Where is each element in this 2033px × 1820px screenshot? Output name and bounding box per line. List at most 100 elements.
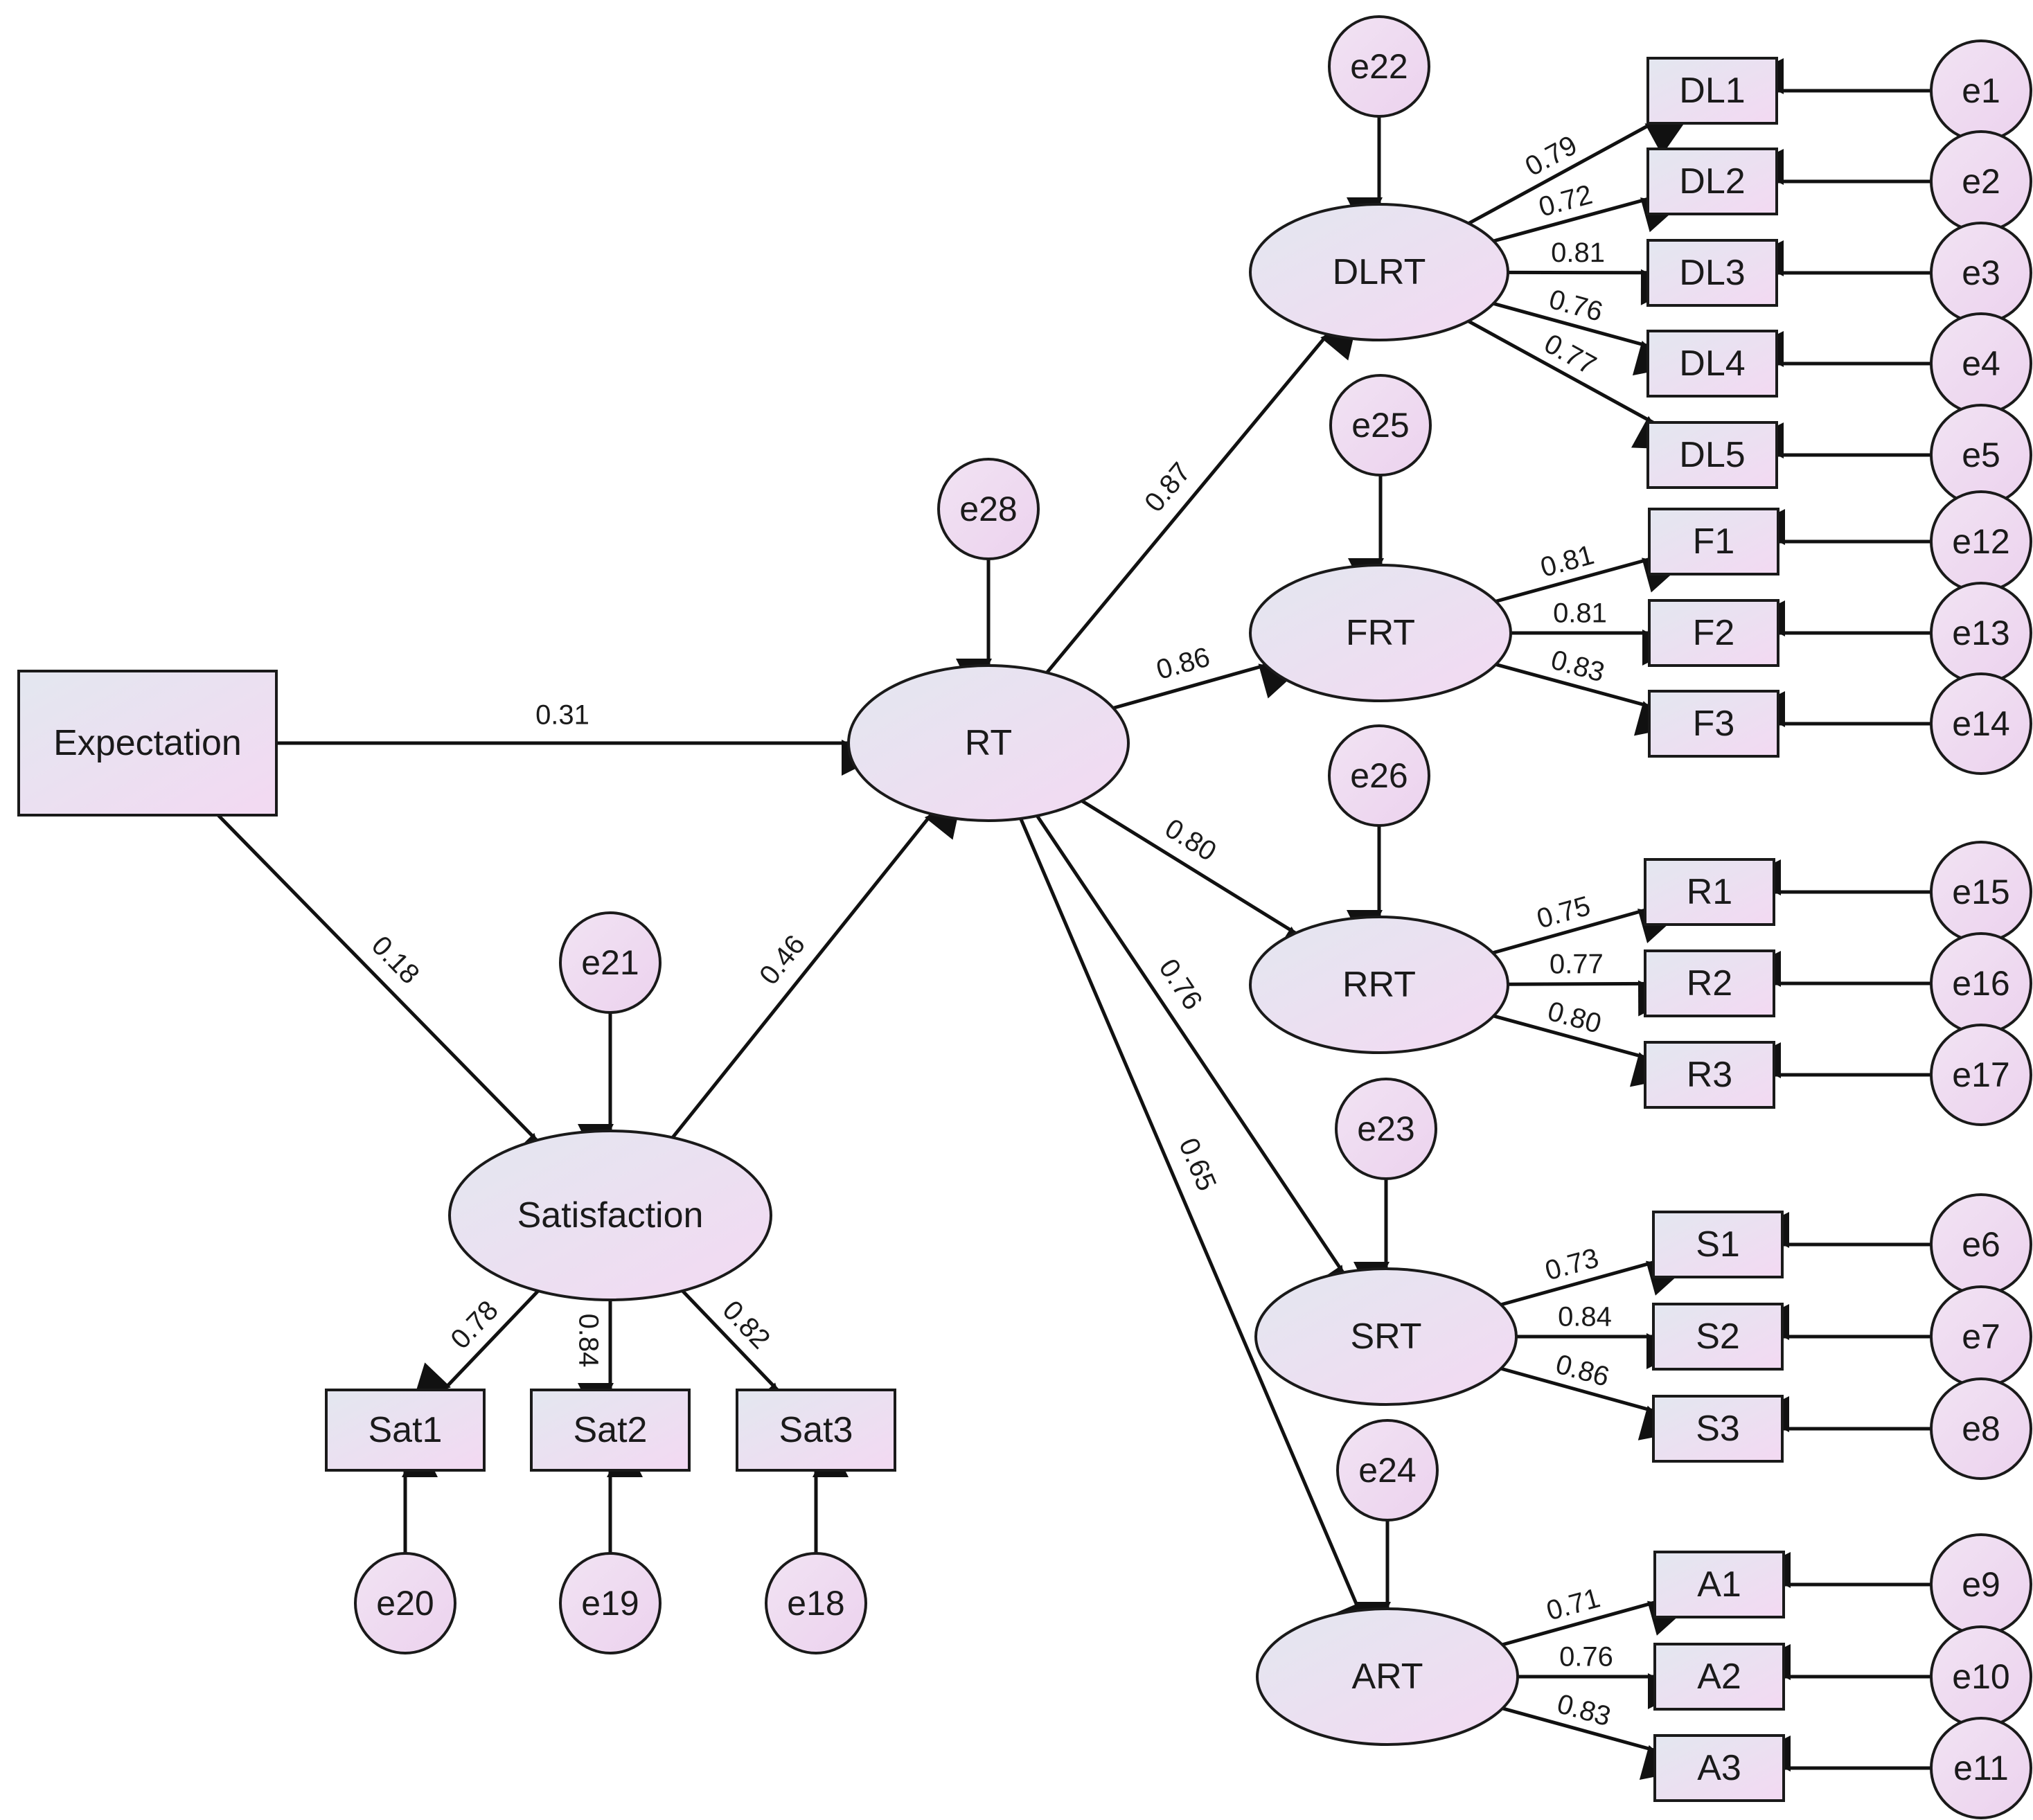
error-term-circle [559, 911, 662, 1014]
loading-dl4-arrow [1493, 301, 1672, 376]
error-e7-label: e7 [1962, 1317, 2000, 1356]
node-s2-label: S2 [1696, 1317, 1740, 1357]
latent-variable-ellipse [1254, 1267, 1518, 1406]
error-e9-label: e9 [1962, 1565, 2000, 1604]
observed-variable-box [530, 1389, 691, 1472]
error-term-circle [1329, 374, 1432, 476]
node-f2: F2 [1648, 599, 1779, 667]
error-term-circle [1930, 672, 2032, 775]
path-satisfaction-rt-coefficient: 0.46 [754, 929, 811, 990]
observed-variable-box [736, 1389, 896, 1472]
loading-f1-arrow [1495, 557, 1682, 603]
node-frt-label: FRT [1346, 613, 1415, 653]
node-dlrt-label: DLRT [1333, 252, 1426, 292]
error-e26: e26 [1328, 724, 1430, 827]
latent-variable-ellipse [1249, 916, 1509, 1054]
node-dl1: DL1 [1646, 57, 1778, 125]
observed-variable-box [1646, 239, 1778, 307]
node-a1-label: A1 [1697, 1564, 1741, 1605]
error-e2: e2 [1930, 130, 2032, 233]
path-rt-rrt-coefficient: 0.80 [1160, 813, 1221, 867]
observed-variable-box [1644, 858, 1775, 926]
error-e12: e12 [1930, 490, 2032, 593]
loading-a3-arrow [1502, 1706, 1679, 1781]
error-e19: e19 [559, 1552, 662, 1654]
error-e15: e15 [1930, 841, 2032, 943]
loading-dl1-coefficient: 0.79 [1520, 130, 1582, 182]
node-sat1-label: Sat1 [369, 1410, 443, 1450]
loading-s3-arrow [1500, 1366, 1678, 1440]
node-f2-label: F2 [1693, 613, 1735, 653]
node-r2-label: R2 [1687, 963, 1732, 1003]
observed-variable-box [1648, 508, 1779, 576]
error-e23: e23 [1335, 1078, 1437, 1180]
node-expectation: Expectation [17, 670, 278, 817]
node-rrt-label: RRT [1342, 965, 1416, 1005]
observed-variable-box [1644, 1041, 1775, 1109]
error-e6-label: e6 [1962, 1225, 2000, 1264]
loading-f3-arrow [1495, 662, 1674, 736]
error-e1-label: e1 [1962, 71, 2000, 110]
error-e17: e17 [1930, 1024, 2032, 1126]
path-rt-art-coefficient: 0.65 [1173, 1134, 1222, 1195]
node-srt: SRT [1254, 1267, 1518, 1406]
node-srt-label: SRT [1350, 1317, 1421, 1357]
path-rt-srt-coefficient: 0.76 [1153, 954, 1208, 1015]
error-e10-label: e10 [1952, 1657, 2009, 1696]
latent-variable-ellipse [1256, 1607, 1519, 1746]
path-rt-frt-coefficient: 0.86 [1153, 642, 1214, 686]
loading-dl2-arrow [1493, 197, 1680, 243]
error-e22: e22 [1328, 15, 1430, 118]
observed-variable-box [1652, 1395, 1784, 1463]
error-term-circle [354, 1552, 456, 1654]
observed-variable-box [1652, 1211, 1784, 1278]
latent-variable-ellipse [1249, 564, 1512, 702]
node-a2-label: A2 [1697, 1657, 1741, 1697]
path-rt-frt-arrow [1112, 663, 1298, 710]
loading-dl5-arrow [1467, 319, 1672, 449]
error-e4: e4 [1930, 312, 2032, 415]
error-term-circle [1335, 1078, 1437, 1180]
error-e20-label: e20 [376, 1584, 434, 1623]
error-e23-label: e23 [1357, 1109, 1414, 1148]
observed-variable-box [1652, 1303, 1784, 1371]
node-s1-label: S1 [1696, 1224, 1740, 1265]
loading-sat1-arrow [413, 1290, 540, 1401]
node-expectation-label: Expectation [53, 723, 242, 763]
node-a2: A2 [1653, 1643, 1785, 1711]
observed-variable-box [1646, 421, 1778, 489]
node-a3-label: A3 [1697, 1748, 1741, 1788]
loading-sat1-coefficient: 0.78 [445, 1295, 504, 1355]
node-satisfaction-label: Satisfaction [517, 1195, 704, 1235]
error-e6: e6 [1930, 1193, 2032, 1296]
path-rt-art-arrow [1019, 818, 1361, 1643]
loading-r2-arrow [1507, 980, 1675, 1017]
node-a3: A3 [1653, 1734, 1785, 1802]
error-e28-label: e28 [959, 490, 1017, 528]
node-s3-label: S3 [1696, 1409, 1740, 1449]
error-term-circle [1930, 1717, 2032, 1819]
error-term-circle [937, 458, 1040, 560]
loading-sat3-arrow [681, 1290, 788, 1421]
path-rt-srt-arrow [1036, 814, 1347, 1305]
node-r1-label: R1 [1687, 872, 1732, 912]
node-r1: R1 [1644, 858, 1775, 926]
node-r3-label: R3 [1687, 1055, 1732, 1095]
error-e19-label: e19 [581, 1584, 639, 1623]
observed-variable-box [1648, 599, 1779, 667]
loading-r2-coefficient: 0.77 [1550, 949, 1604, 979]
loading-s2-coefficient: 0.84 [1558, 1302, 1612, 1332]
observed-variable-box [1646, 57, 1778, 125]
error-e10: e10 [1930, 1625, 2032, 1728]
node-rt-label: RT [965, 723, 1012, 763]
error-e18: e18 [765, 1552, 867, 1654]
loading-r3-arrow [1493, 1014, 1669, 1087]
node-sat2: Sat2 [530, 1389, 691, 1472]
node-rrt: RRT [1249, 916, 1509, 1054]
path-rt-dlrt-arrow [1045, 321, 1358, 674]
loading-s1-arrow [1500, 1260, 1686, 1307]
error-e13: e13 [1930, 582, 2032, 684]
error-e2-label: e2 [1962, 162, 2000, 201]
